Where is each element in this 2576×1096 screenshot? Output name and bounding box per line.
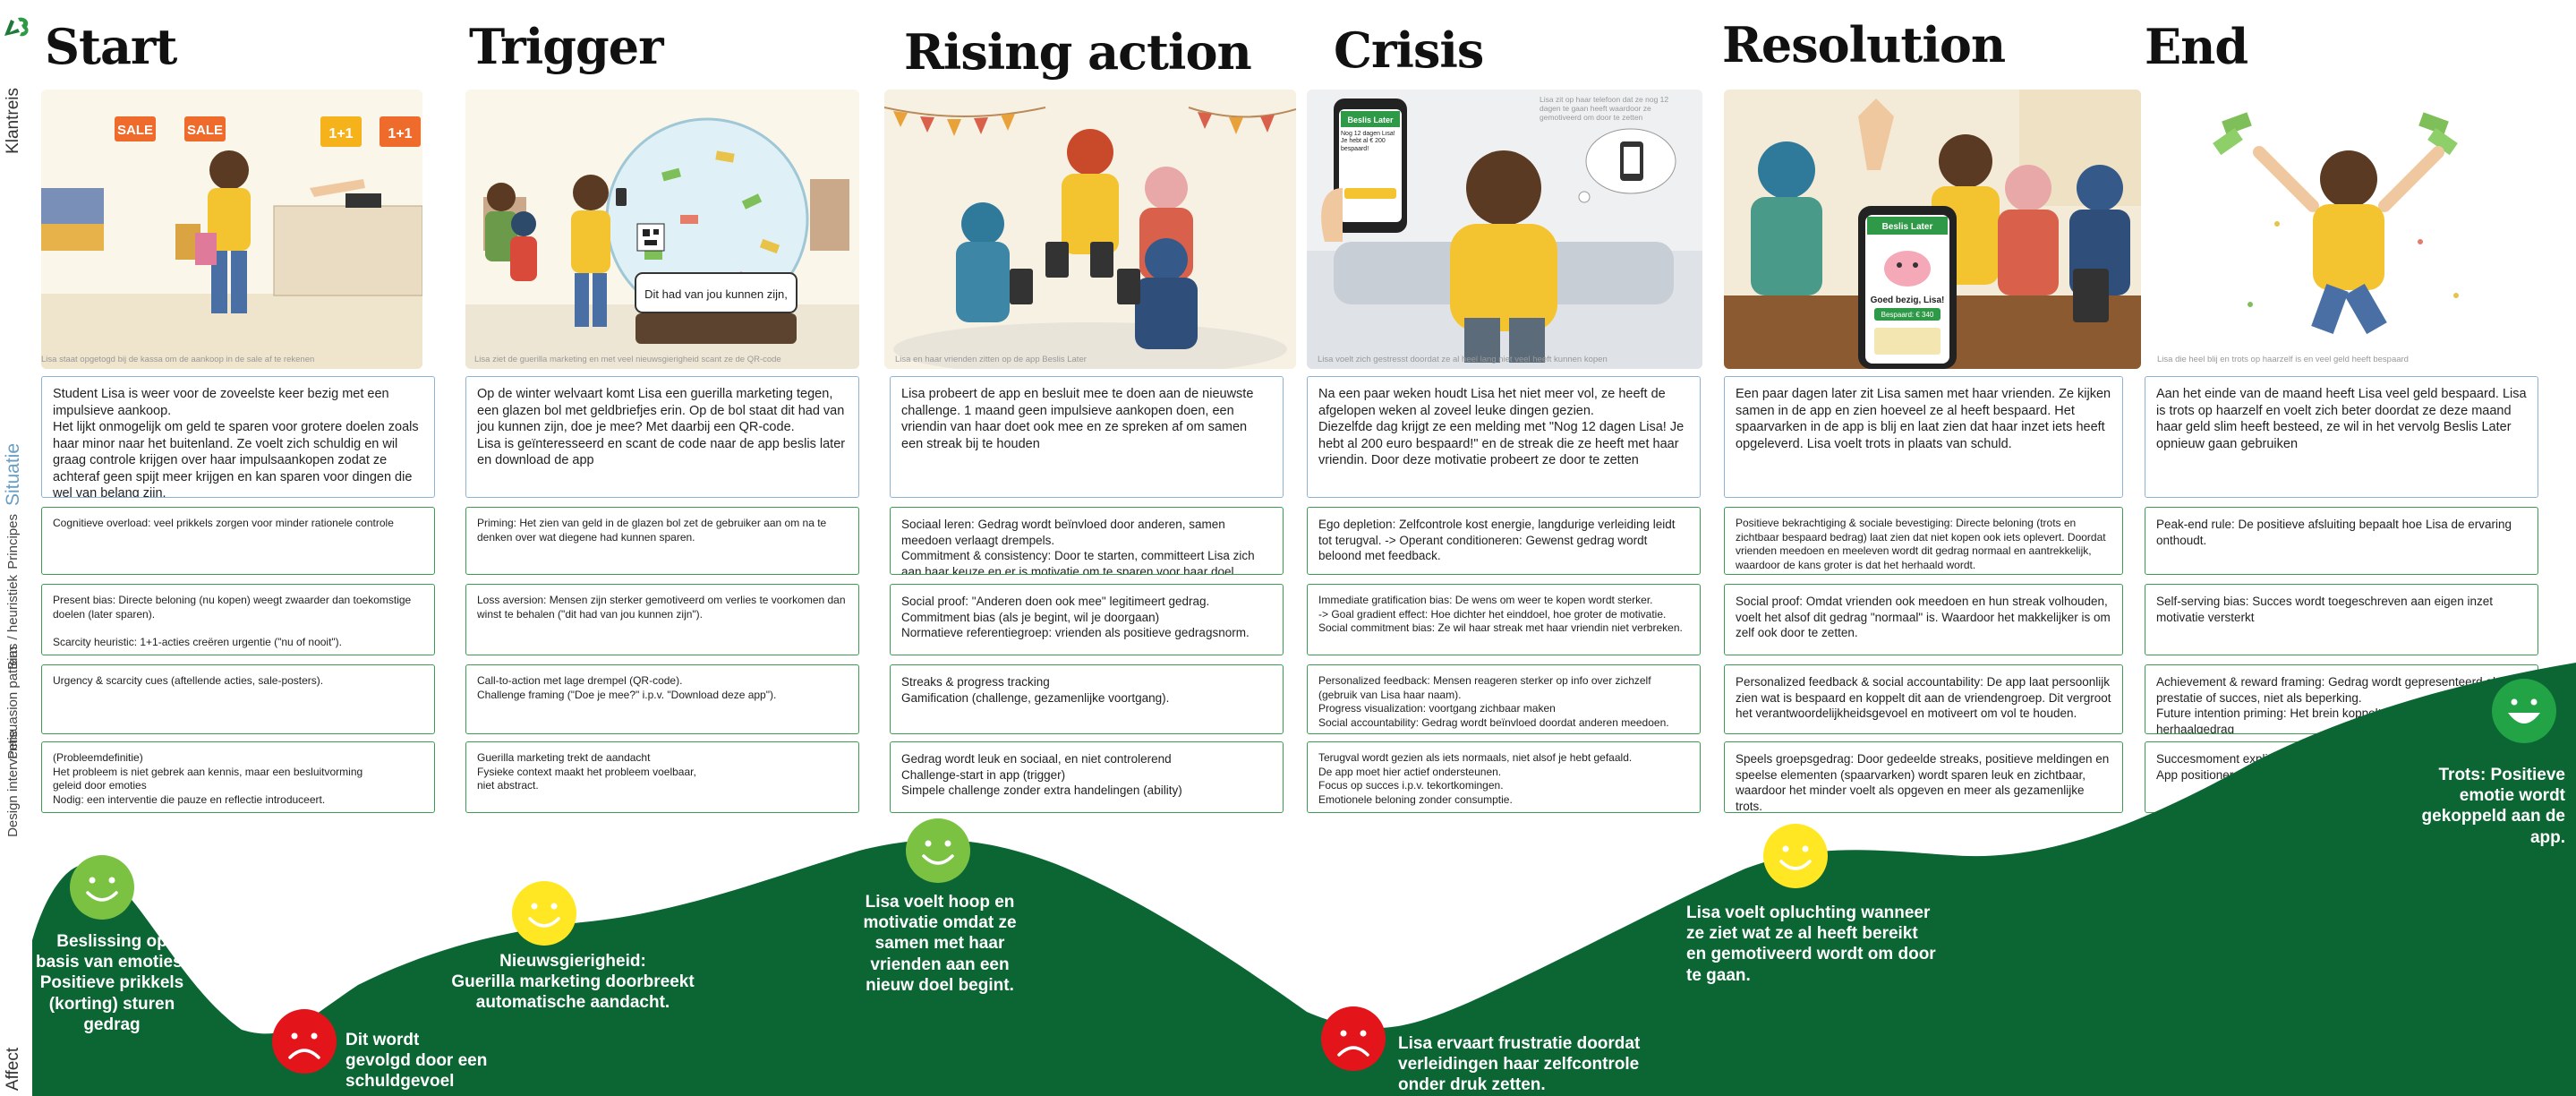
face-neutral-trigger	[510, 879, 578, 947]
persuasion-crisis: Personalized feedback: Mensen reageren s…	[1307, 664, 1701, 734]
principles-end: Peak-end rule: De positieve afsluiting b…	[2145, 507, 2538, 575]
illustration-resolution: Beslis Later Goed bezig, Lisa! Bespaard:…	[1724, 90, 2141, 369]
persuasion-start: Urgency & scarcity cues (aftellende acti…	[41, 664, 435, 734]
row-label-affect: Affect	[4, 1047, 23, 1092]
bias-crisis: Immediate gratification bias: De wens om…	[1307, 584, 1701, 655]
sale-sign-2: SALE	[187, 123, 223, 138]
principles-resolution: Positieve bekrachtiging & sociale bevest…	[1724, 507, 2123, 575]
row-label-principes: Principes	[5, 514, 21, 569]
situation-end: Aan het einde van de maand heeft Lisa ve…	[2145, 376, 2538, 498]
smiley-happy-icon	[1763, 824, 1828, 888]
globe-sign-text: Dit had van jou kunnen zijn,	[644, 287, 788, 301]
brand-logo-icon	[4, 17, 29, 37]
caption-trigger: Lisa ziet de guerilla marketing en met v…	[474, 355, 781, 364]
affect-text-crisis: Lisa ervaart frustratie doordat verleidi…	[1398, 1034, 1641, 1095]
face-positive-start	[68, 853, 136, 921]
persuasion-resolution: Personalized feedback & social accountab…	[1724, 664, 2123, 734]
design-crisis: Terugval wordt gezien als iets normaals,…	[1307, 741, 1701, 813]
principles-rising-action: Sociaal leren: Gedrag wordt beïnvloed do…	[890, 507, 1284, 575]
persuasion-end: Achievement & reward framing: Gedrag wor…	[2145, 664, 2538, 734]
face-very-positive-end	[2490, 677, 2558, 745]
persuasion-trigger: Call-to-action met lage drempel (QR-code…	[465, 664, 859, 734]
crisis-phone-message: Nog 12 dagen Lisa! Je hebt al € 200 besp…	[1341, 131, 1395, 152]
affect-text-guilt: Dit wordt gevolgd door een schuldgevoel	[345, 1031, 488, 1092]
smiley-happy-icon	[70, 855, 134, 920]
row-label-persuasion: Persuasion pattern	[5, 646, 21, 759]
principles-start: Cognitieve overload: veel prikkels zorge…	[41, 507, 435, 575]
phase-title-start: Start	[45, 18, 177, 75]
principles-crisis: Ego depletion: Zelfcontrole kost energie…	[1307, 507, 1701, 575]
sale-sign-1: SALE	[117, 123, 153, 138]
deal-sign-2: 1+1	[388, 126, 412, 141]
crisis-illustration-note: Lisa zit op haar telefoon dat ze nog 12 …	[1540, 95, 1669, 123]
crisis-app-title: Beslis Later	[1347, 116, 1394, 124]
situation-resolution: Een paar dagen later zit Lisa samen met …	[1724, 376, 2123, 498]
principles-trigger: Priming: Het zien van geld in de glazen …	[465, 507, 859, 575]
face-negative-crisis	[1319, 1005, 1387, 1073]
deal-sign-1: 1+1	[328, 126, 353, 141]
persuasion-rising-action: Streaks & progress tracking Gamification…	[890, 664, 1284, 734]
bias-resolution: Social proof: Omdat vrienden ook meedoen…	[1724, 584, 2123, 655]
affect-text-rising: Lisa voelt hoop en motivatie omdat ze sa…	[863, 893, 1017, 995]
phase-title-trigger: Trigger	[469, 18, 664, 75]
bias-start: Present bias: Directe beloning (nu kopen…	[41, 584, 435, 655]
illustration-end	[2152, 90, 2560, 369]
design-resolution: Speels groepsgedrag: Door gedeelde strea…	[1724, 741, 2123, 813]
design-rising-action: Gedrag wordt leuk en sociaal, en niet co…	[890, 741, 1284, 813]
smiley-grin-icon	[2492, 679, 2556, 743]
row-label-situatie: Situatie	[2, 442, 23, 507]
resolution-app-title: Beslis Later	[1882, 222, 1933, 232]
situation-rising-action: Lisa probeert de app en besluit mee te d…	[890, 376, 1284, 498]
situation-trigger: Op de winter welvaart komt Lisa een guer…	[465, 376, 859, 498]
affect-text-resolution: Lisa voelt opluchting wanneer ze ziet wa…	[1686, 903, 1936, 985]
caption-start: Lisa staat opgetogd bij de kassa om de a…	[41, 355, 315, 364]
smiley-happy-icon	[512, 881, 576, 946]
smiley-sad-icon	[1321, 1006, 1386, 1071]
bias-rising-action: Social proof: "Anderen doen ook mee" leg…	[890, 584, 1284, 655]
row-label-design: Design interventie	[5, 729, 21, 838]
illustration-crisis: Beslis Later Nog 12 dagen Lisa! Je hebt …	[1307, 90, 1702, 369]
affect-text-trigger: Nieuwsgierigheid: Guerilla marketing doo…	[451, 952, 695, 1013]
phase-title-rising-action: Rising action	[904, 23, 1252, 81]
bias-end: Self-serving bias: Succes wordt toegesch…	[2145, 584, 2538, 655]
resolution-saved: Bespaard: € 340	[1881, 311, 1934, 319]
face-neutral-resolution	[1761, 822, 1830, 890]
phase-title-end: End	[2145, 18, 2248, 75]
illustration-start: SALE SALE 1+1 1+1	[41, 90, 422, 369]
row-label-klantreis: Klantreis	[4, 88, 23, 154]
situation-start: Student Lisa is weer voor de zoveelste k…	[41, 376, 435, 498]
design-trigger: Guerilla marketing trekt de aandacht Fys…	[465, 741, 859, 813]
affect-text-end: Trots: Positieve emotie wordt gekoppeld …	[2421, 766, 2565, 847]
smiley-happy-icon	[906, 818, 970, 883]
caption-crisis: Lisa voelt zich gestresst doordat ze al …	[1318, 355, 1608, 364]
affect-text-start: Beslissing op basis van emoties: Positie…	[35, 932, 189, 1034]
phase-title-resolution: Resolution	[1722, 16, 2006, 73]
phase-title-crisis: Crisis	[1334, 21, 1484, 79]
caption-end: Lisa die heel blij en trots op haarzelf …	[2157, 355, 2409, 364]
face-negative-start	[270, 1007, 338, 1075]
resolution-good-job: Goed bezig, Lisa!	[1871, 295, 1945, 305]
illustration-trigger: Dit had van jou kunnen zijn,	[465, 90, 859, 369]
smiley-sad-icon	[272, 1009, 337, 1074]
bias-trigger: Loss aversion: Mensen zijn sterker gemot…	[465, 584, 859, 655]
design-start: (Probleemdefinitie) Het probleem is niet…	[41, 741, 435, 813]
caption-rising-action: Lisa en haar vrienden zitten op de app B…	[895, 355, 1087, 364]
illustration-rising-action	[884, 90, 1296, 369]
face-positive-rising	[904, 817, 972, 885]
situation-crisis: Na een paar weken houdt Lisa het niet me…	[1307, 376, 1701, 498]
